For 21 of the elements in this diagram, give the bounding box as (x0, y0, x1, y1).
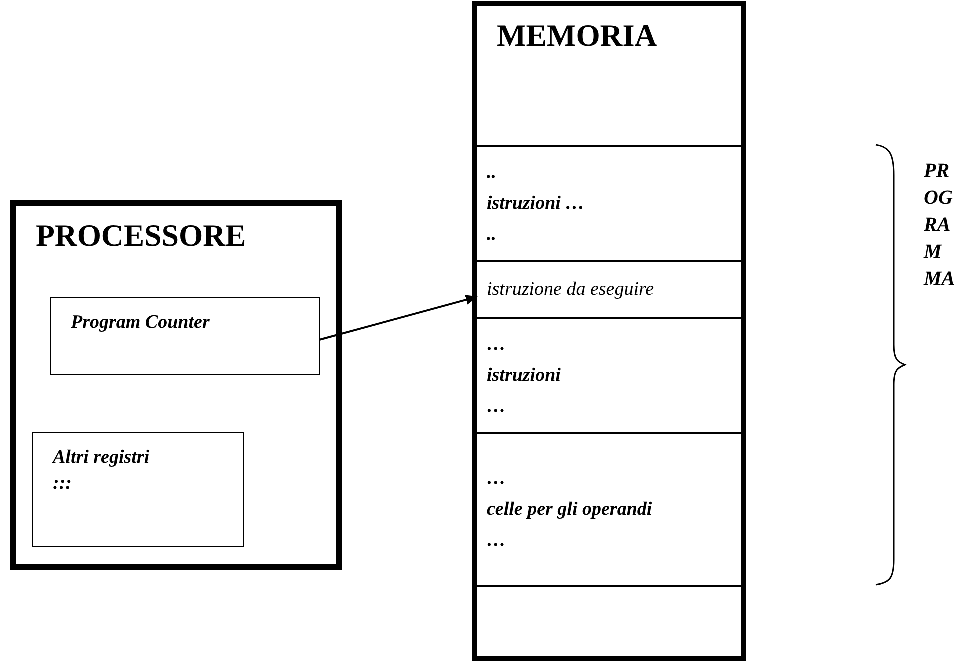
label-text: istruzioni (487, 364, 562, 388)
label-text: Altri registri (53, 446, 151, 470)
label-text: … (487, 467, 507, 491)
label-text: .. (487, 223, 498, 247)
register-box (50, 297, 320, 375)
label-text: … (487, 333, 507, 357)
label-text: ::: (53, 472, 73, 496)
label-text: … (487, 529, 507, 553)
register-box (32, 432, 244, 547)
label-text: .. (487, 161, 498, 185)
vertical-label: PROGRAMMA (924, 159, 956, 292)
label-text: Program Counter (71, 311, 211, 335)
label-text: … (487, 395, 507, 419)
heading: MEMORIA (497, 17, 658, 55)
label-text: istruzione da eseguire (487, 278, 656, 302)
container-box (472, 1, 746, 661)
label-text: celle per gli operandi (487, 498, 654, 522)
container-box (10, 200, 342, 570)
label-text: istruzioni … (487, 192, 586, 216)
heading: PROCESSORE (36, 217, 248, 255)
arrow (320, 295, 478, 341)
